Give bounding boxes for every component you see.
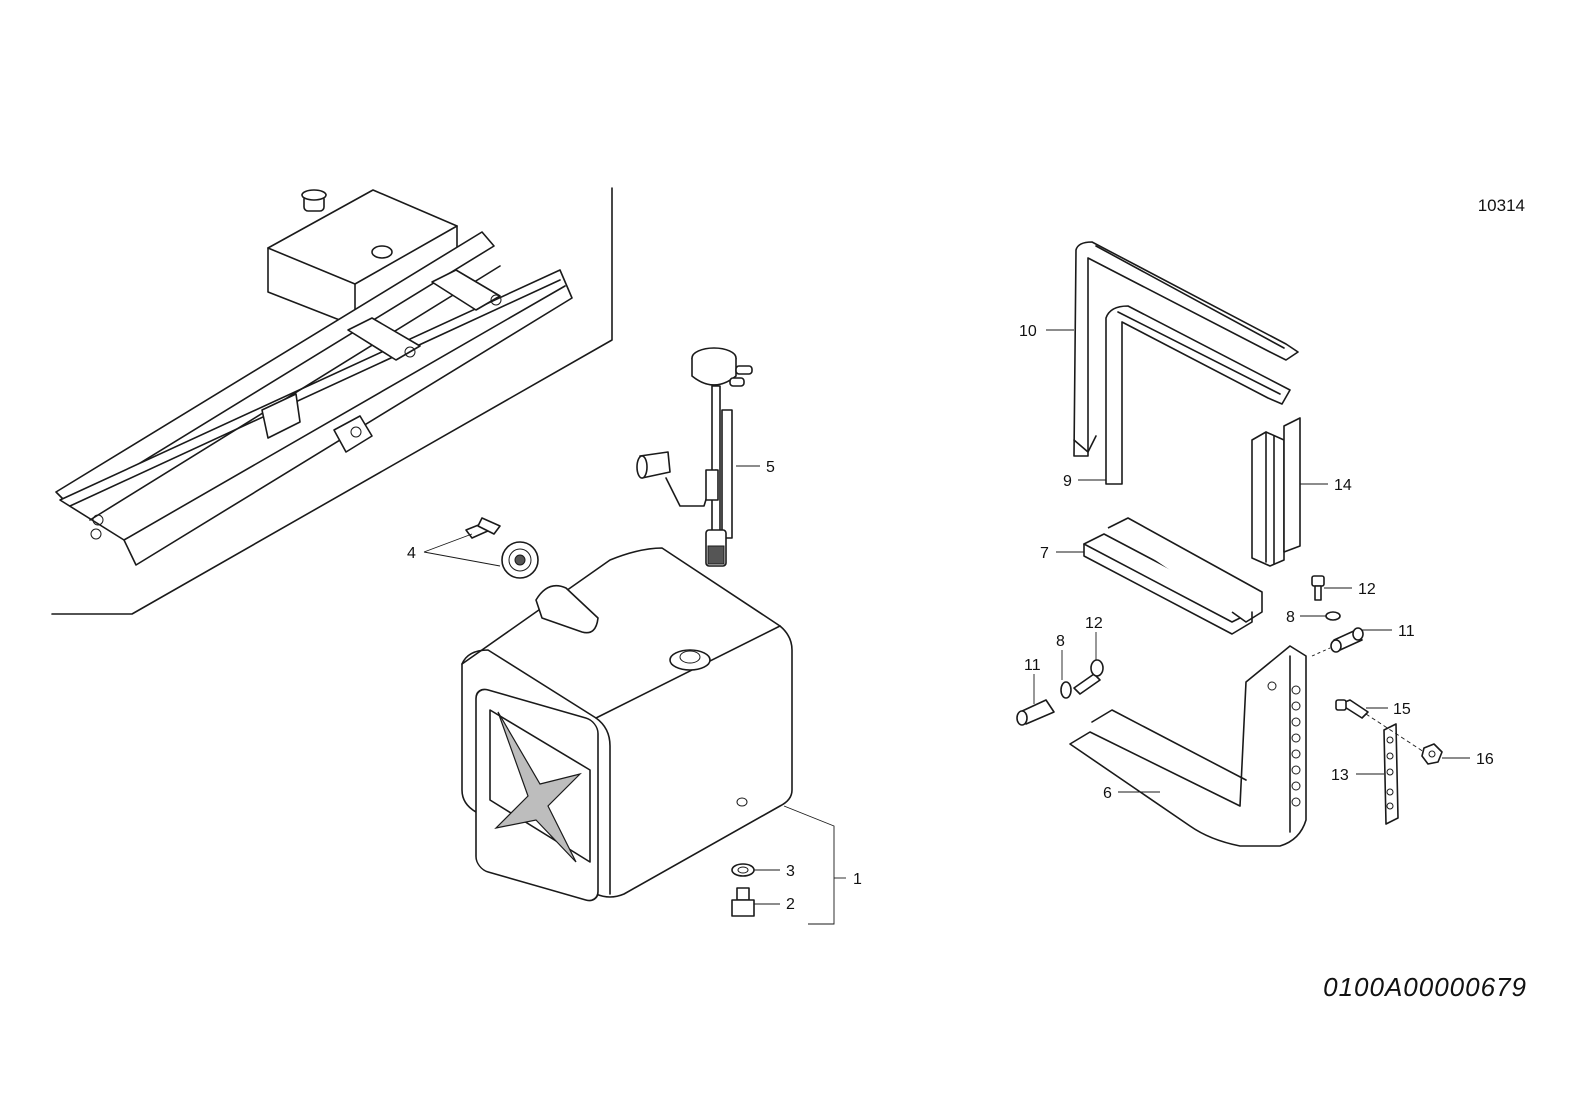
washer-8-left [1060,681,1072,699]
tank-strap-9 [1073,305,1291,485]
fuel-level-sender [636,347,753,567]
callout-1: 1 [853,871,862,888]
screw-12-right [1311,575,1325,601]
callout-2: 2 [786,896,795,913]
callout-12-right: 12 [1358,581,1376,598]
washer-3 [731,863,755,877]
adjustment-plate-13 [1383,723,1399,825]
callout-labels: 1 2 3 4 5 6 7 8 8 9 10 11 11 12 12 13 14… [407,323,1494,913]
callout-5: 5 [766,459,775,476]
nut-16 [1421,743,1443,765]
rubber-pad-7 [1083,517,1263,635]
callout-3: 3 [786,863,795,880]
callout-4: 4 [407,545,416,562]
callout-8-right: 8 [1286,609,1295,626]
spacer-11-left [1016,699,1055,726]
callout-14: 14 [1334,477,1352,494]
support-bracket-6 [1069,645,1307,847]
callout-12-left: 12 [1085,615,1103,632]
callout-9: 9 [1063,473,1072,490]
chassis-overview-inset [51,187,613,615]
spacer-11-right [1311,627,1364,657]
bolt-15 [1335,699,1425,753]
fuel-tank [461,547,793,902]
callout-6: 6 [1103,785,1112,802]
callout-7: 7 [1040,545,1049,562]
screw-12-left [1073,659,1104,695]
part-reference-number: 0100A00000679 [1323,972,1527,1002]
callout-8-left: 8 [1056,633,1065,650]
callout-10: 10 [1019,323,1037,340]
drain-plug-2 [731,887,755,917]
callout-16: 16 [1476,751,1494,768]
rubber-profile-14 [1251,417,1301,567]
leader-lines [423,329,1470,925]
drawing-number: 10314 [1477,196,1525,215]
callout-13: 13 [1331,767,1349,784]
callout-11-right: 11 [1398,623,1415,640]
callout-11-left: 11 [1024,657,1041,674]
tank-strap-10 [1073,241,1299,457]
washer-8-right [1325,611,1341,621]
callout-15: 15 [1393,701,1411,718]
filler-cap-with-keys [465,517,539,579]
